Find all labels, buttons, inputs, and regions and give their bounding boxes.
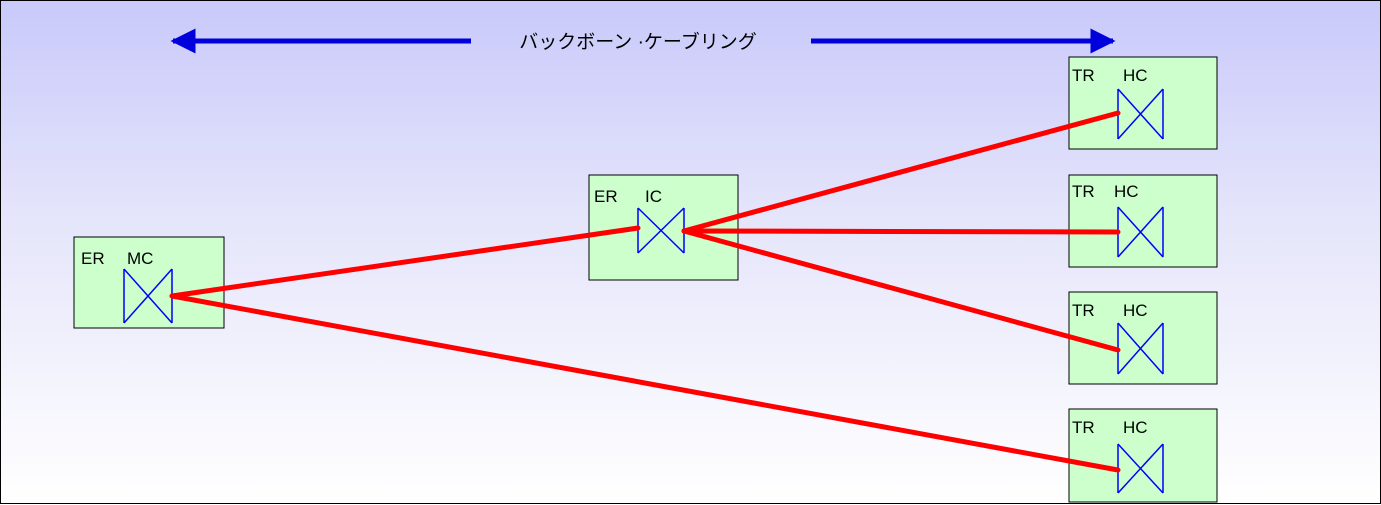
node-hc3: TR HC <box>1068 291 1218 385</box>
node-mc: ER MC <box>73 236 225 329</box>
bowtie-connector-icon <box>1117 88 1164 140</box>
bowtie-connector-icon <box>1117 206 1164 258</box>
bowtie-connector-icon <box>1117 443 1164 494</box>
cable-ic-hc3 <box>681 228 1121 353</box>
cable-mc-hc4 <box>169 293 1121 473</box>
node-hc2: TR HC <box>1068 174 1218 268</box>
node-type-label: HC <box>1123 66 1148 85</box>
node-type-label: HC <box>1123 418 1148 437</box>
node-type-label: HC <box>1114 182 1139 201</box>
backbone-cables <box>169 110 1121 473</box>
cable-ic-hc2 <box>681 228 1121 235</box>
node-type-label: HC <box>1123 301 1148 320</box>
node-ic: ER IC <box>588 174 739 281</box>
node-room-label: TR <box>1072 66 1095 85</box>
diagram-title: バックボーン ·ケーブリング <box>519 30 757 53</box>
cable-mc-ic <box>169 225 641 299</box>
node-type-label: MC <box>127 249 153 268</box>
node-hc4: TR HC <box>1068 408 1218 503</box>
node-room-label: ER <box>594 187 618 206</box>
node-room-label: TR <box>1072 182 1095 201</box>
node-room-label: TR <box>1072 301 1095 320</box>
node-type-label: IC <box>645 187 662 206</box>
node-hc1: TR HC <box>1068 56 1218 150</box>
node-room-label: ER <box>81 249 105 268</box>
node-room-label: TR <box>1072 418 1095 437</box>
cable-ic-hc1 <box>681 110 1121 234</box>
